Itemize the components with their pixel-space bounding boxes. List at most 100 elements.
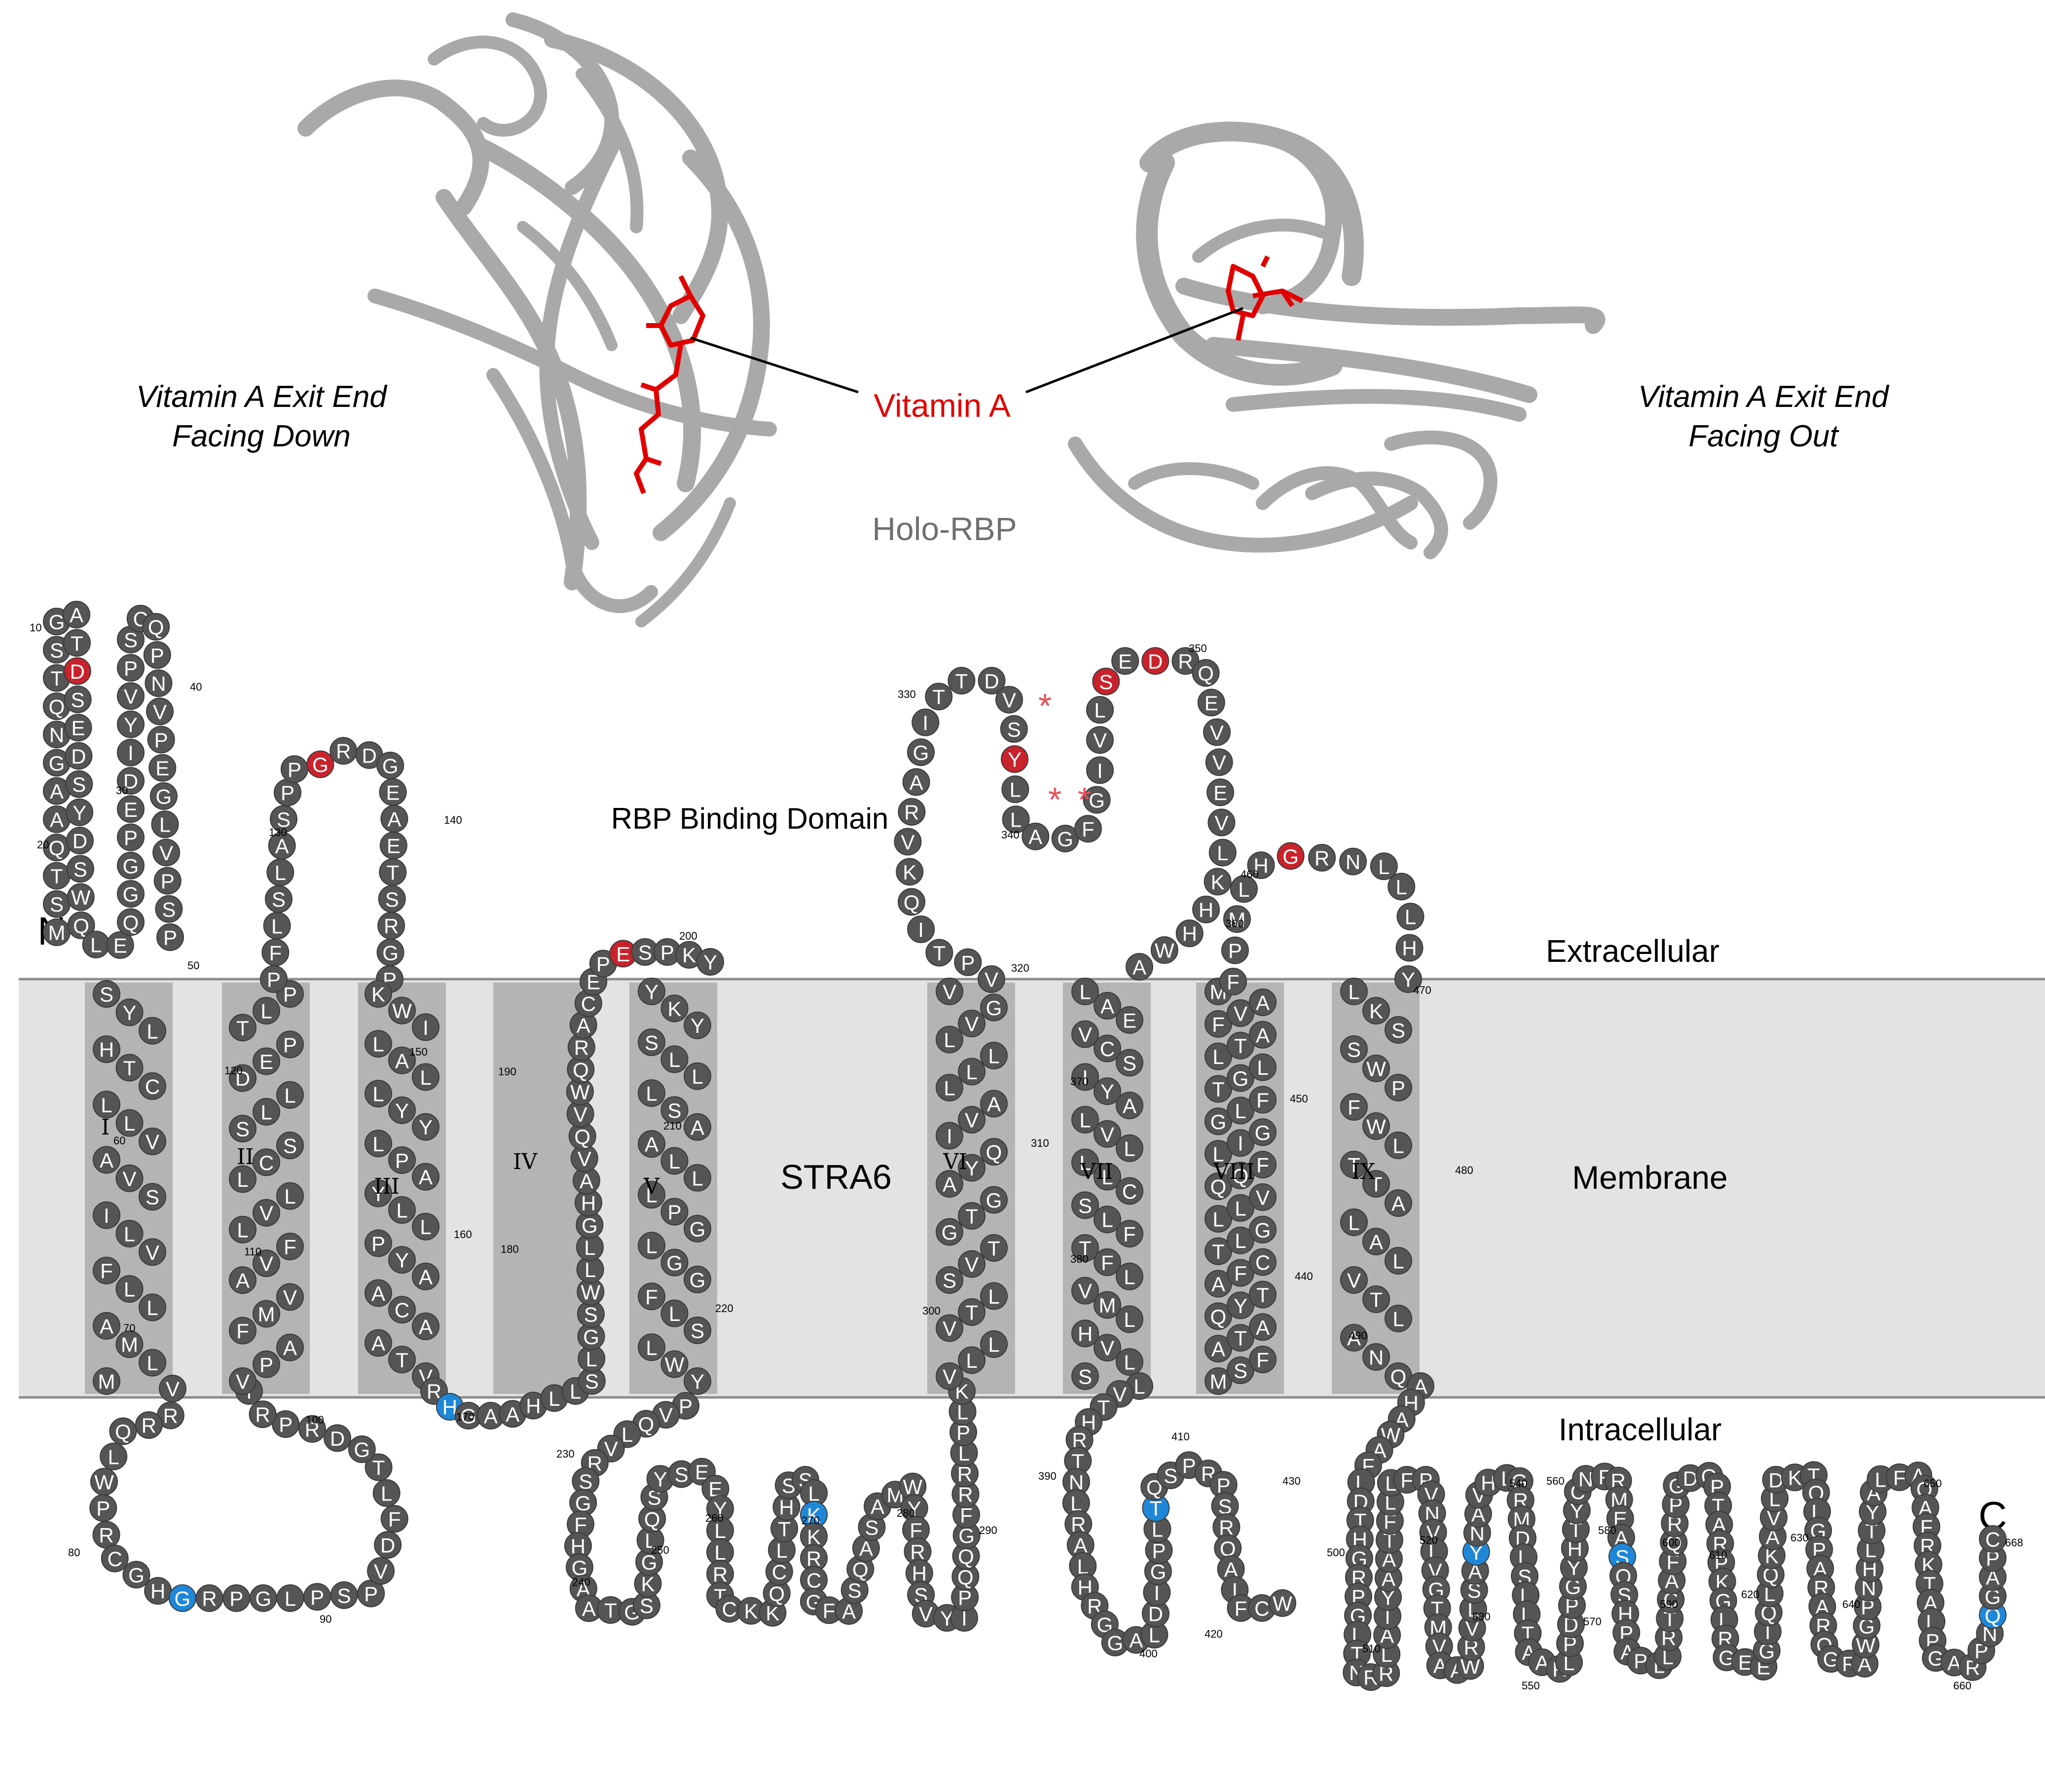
residue-209: L	[660, 1045, 689, 1073]
residue-207: Y	[684, 1011, 711, 1039]
residue-298: R	[950, 1460, 979, 1488]
svg-text:H: H	[1199, 898, 1213, 921]
holo-rbp-label: Holo-RBP	[872, 511, 1017, 547]
residue-309: S	[936, 1266, 963, 1294]
svg-text:L: L	[372, 1133, 384, 1156]
residue-152: A	[388, 1046, 416, 1074]
residue-55: T	[115, 1054, 144, 1082]
svg-text:I: I	[1232, 1579, 1238, 1602]
residue-number-470: 470	[1413, 984, 1431, 996]
svg-text:W: W	[1273, 1592, 1292, 1615]
residue-221: G	[660, 1248, 689, 1277]
residue-45: G	[149, 782, 178, 810]
residue-368: W	[1150, 936, 1178, 964]
residue-446: T	[1205, 1237, 1232, 1265]
svg-text:T: T	[1256, 1283, 1269, 1307]
residue-number-190: 190	[498, 1065, 516, 1078]
residue-71: L	[139, 1349, 166, 1377]
svg-text:P: P	[229, 1587, 243, 1610]
svg-text:Y: Y	[691, 1370, 704, 1393]
svg-text:D: D	[1768, 1468, 1783, 1492]
svg-text:A: A	[419, 1265, 433, 1288]
residue-number-150: 150	[409, 1046, 428, 1058]
residue-371: A	[1094, 991, 1121, 1020]
residue-352: V	[1086, 726, 1114, 754]
residue-8: N	[43, 721, 71, 749]
svg-text:I: I	[918, 918, 924, 941]
residue-478: N	[1339, 847, 1367, 876]
svg-text:C: C	[772, 1561, 787, 1584]
residue-112: L	[229, 1215, 256, 1243]
svg-text:F: F	[236, 1319, 249, 1343]
residue-329: P	[954, 948, 982, 976]
vitamin-a-pointer-lines	[690, 307, 1243, 394]
svg-text:Q: Q	[1198, 662, 1214, 685]
svg-text:P: P	[679, 1395, 693, 1418]
svg-text:I: I	[1385, 1605, 1390, 1628]
residue-381: L	[1116, 1134, 1143, 1162]
residue-205: Y	[638, 978, 665, 1005]
svg-text:P: P	[371, 1232, 385, 1255]
residue-131: L	[266, 858, 294, 886]
svg-text:S: S	[146, 1186, 159, 1209]
svg-text:L: L	[1875, 1468, 1886, 1491]
svg-text:Q: Q	[148, 616, 164, 639]
residue-496: L	[1340, 1208, 1368, 1236]
svg-text:A: A	[1211, 1273, 1225, 1296]
residue-390: L	[1116, 1262, 1143, 1290]
residue-162: L	[412, 1212, 439, 1241]
svg-text:S: S	[50, 893, 64, 916]
residue-378: A	[1116, 1092, 1143, 1120]
residue-5: A	[43, 805, 71, 833]
residue-106: F	[229, 1317, 256, 1345]
residue-number-200: 200	[679, 930, 697, 942]
residue-30: P	[117, 823, 145, 851]
svg-text:L: L	[692, 1065, 703, 1088]
helix-numeral-4: IV	[513, 1149, 538, 1174]
residue-468: V	[1227, 999, 1254, 1027]
residue-180: S	[578, 1367, 606, 1395]
svg-text:A: A	[1132, 956, 1146, 979]
residue-456: I	[1227, 1129, 1254, 1157]
svg-text:L: L	[570, 1380, 581, 1403]
svg-text:M: M	[1099, 1294, 1116, 1317]
svg-text:S: S	[272, 888, 286, 911]
residue-113: V	[253, 1199, 280, 1227]
residue-449: L	[1205, 1205, 1232, 1233]
residue-203: K	[675, 941, 703, 969]
svg-text:R: R	[336, 740, 351, 763]
residue-120: L	[276, 1081, 304, 1109]
residue-117: S	[276, 1132, 304, 1160]
residue-number-520: 520	[1420, 1534, 1438, 1546]
residue-number-40: 40	[190, 681, 202, 693]
residue-255: L	[706, 1516, 734, 1544]
svg-text:M: M	[1210, 1370, 1227, 1393]
svg-text:L: L	[1396, 876, 1407, 899]
svg-text:F: F	[388, 1508, 401, 1531]
residue-443: A	[1205, 1270, 1232, 1298]
svg-text:I: I	[922, 711, 928, 734]
binding-asterisks: ***	[1038, 687, 1091, 819]
svg-text:A: A	[283, 1336, 297, 1359]
svg-text:I: I	[1097, 759, 1103, 782]
svg-text:L: L	[646, 1184, 657, 1207]
svg-text:Q: Q	[904, 891, 920, 914]
residue-434: M	[1205, 1367, 1232, 1395]
residue-182: G	[577, 1322, 605, 1351]
svg-text:L: L	[1124, 1265, 1135, 1288]
svg-text:L: L	[1124, 1351, 1135, 1374]
svg-text:T: T	[933, 942, 946, 965]
svg-text:S: S	[277, 808, 291, 831]
svg-text:T: T	[1150, 1497, 1163, 1520]
svg-text:T: T	[372, 1456, 385, 1479]
svg-text:P: P	[124, 826, 138, 849]
residue-472: P	[1221, 936, 1249, 964]
residue-262: Q	[763, 1579, 791, 1607]
residue-number-450: 450	[1290, 1093, 1308, 1105]
residue-242: T	[596, 1596, 624, 1624]
svg-text:L: L	[669, 1302, 680, 1325]
residue-number-60: 60	[113, 1134, 125, 1147]
svg-text:L: L	[90, 933, 102, 956]
residue-123: P	[276, 1030, 304, 1059]
svg-text:A: A	[371, 1332, 385, 1355]
